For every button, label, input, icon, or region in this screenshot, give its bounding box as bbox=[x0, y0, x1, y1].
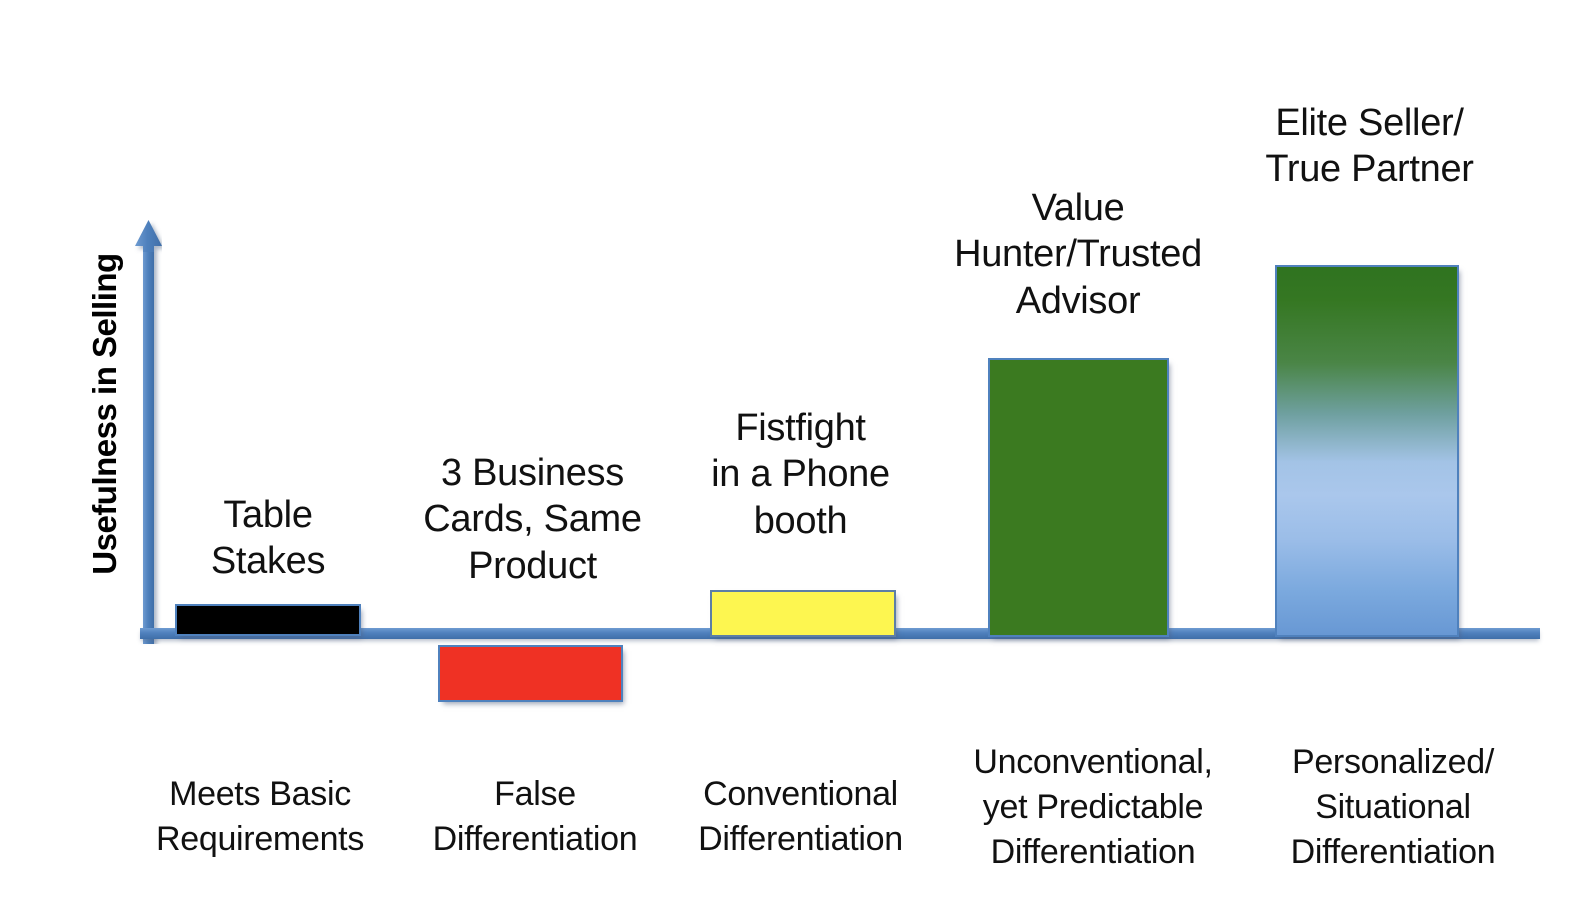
category-line: Differentiation bbox=[698, 820, 903, 859]
category-line: Requirements bbox=[155, 820, 365, 859]
annotation-false-differentiation: 3 Business Cards, Same Product bbox=[395, 450, 670, 589]
category-line: Unconventional, bbox=[973, 743, 1213, 781]
category-label-meets-basic-requirements: Meets Basic Requirements bbox=[140, 772, 380, 862]
category-line: Differentiation bbox=[1290, 833, 1496, 872]
category-label-personalized-differentiation: Personalized/ Situational Differentiatio… bbox=[1248, 740, 1538, 876]
annotation-personalized-differentiation: Elite Seller/ True Partner bbox=[1222, 100, 1517, 193]
y-axis-title: Usefulness in Selling bbox=[86, 253, 123, 575]
bar-conventional-differentiation[interactable] bbox=[710, 590, 896, 637]
annotation-line: True Partner bbox=[1265, 148, 1474, 191]
category-line: Personalized/ bbox=[1291, 743, 1495, 781]
category-label-conventional-differentiation: Conventional Differentiation bbox=[673, 772, 928, 862]
bar-false-differentiation[interactable] bbox=[438, 645, 623, 702]
annotation-line: Fistfight bbox=[735, 407, 866, 449]
y-axis-up-arrow-icon bbox=[135, 220, 162, 644]
bar-personalized-differentiation[interactable] bbox=[1275, 265, 1459, 637]
annotation-line: in a Phone bbox=[711, 453, 890, 496]
category-label-unconventional-differentiation: Unconventional, yet Predictable Differen… bbox=[938, 740, 1248, 876]
category-line: yet Predictable bbox=[982, 788, 1204, 827]
category-line: Differentiation bbox=[432, 820, 638, 859]
category-line: Differentiation bbox=[990, 833, 1196, 872]
category-line: Meets Basic bbox=[169, 775, 351, 813]
annotation-line: Cards, Same bbox=[423, 498, 642, 541]
annotation-line: Elite Seller/ bbox=[1275, 102, 1464, 144]
category-label-false-differentiation: False Differentiation bbox=[400, 772, 670, 862]
category-line: Conventional bbox=[703, 775, 898, 813]
annotation-line: Value bbox=[1031, 187, 1125, 229]
annotation-line: Advisor bbox=[1015, 279, 1141, 322]
annotation-unconventional-differentiation: Value Hunter/Trusted Advisor bbox=[928, 185, 1228, 324]
annotation-line: Table bbox=[223, 494, 313, 536]
category-line: Situational bbox=[1315, 788, 1471, 827]
annotation-line: booth bbox=[753, 499, 848, 542]
annotation-line: Hunter/Trusted bbox=[954, 233, 1202, 276]
annotation-line: Stakes bbox=[210, 540, 326, 583]
bar-table-stakes[interactable] bbox=[175, 604, 361, 636]
annotation-table-stakes: Table Stakes bbox=[148, 492, 388, 585]
annotation-line: Product bbox=[468, 544, 597, 587]
bar-unconventional-differentiation[interactable] bbox=[988, 358, 1169, 637]
annotation-conventional-differentiation: Fistfight in a Phone booth bbox=[678, 405, 923, 544]
annotation-line: 3 Business bbox=[441, 452, 624, 494]
category-line: False bbox=[494, 775, 576, 813]
